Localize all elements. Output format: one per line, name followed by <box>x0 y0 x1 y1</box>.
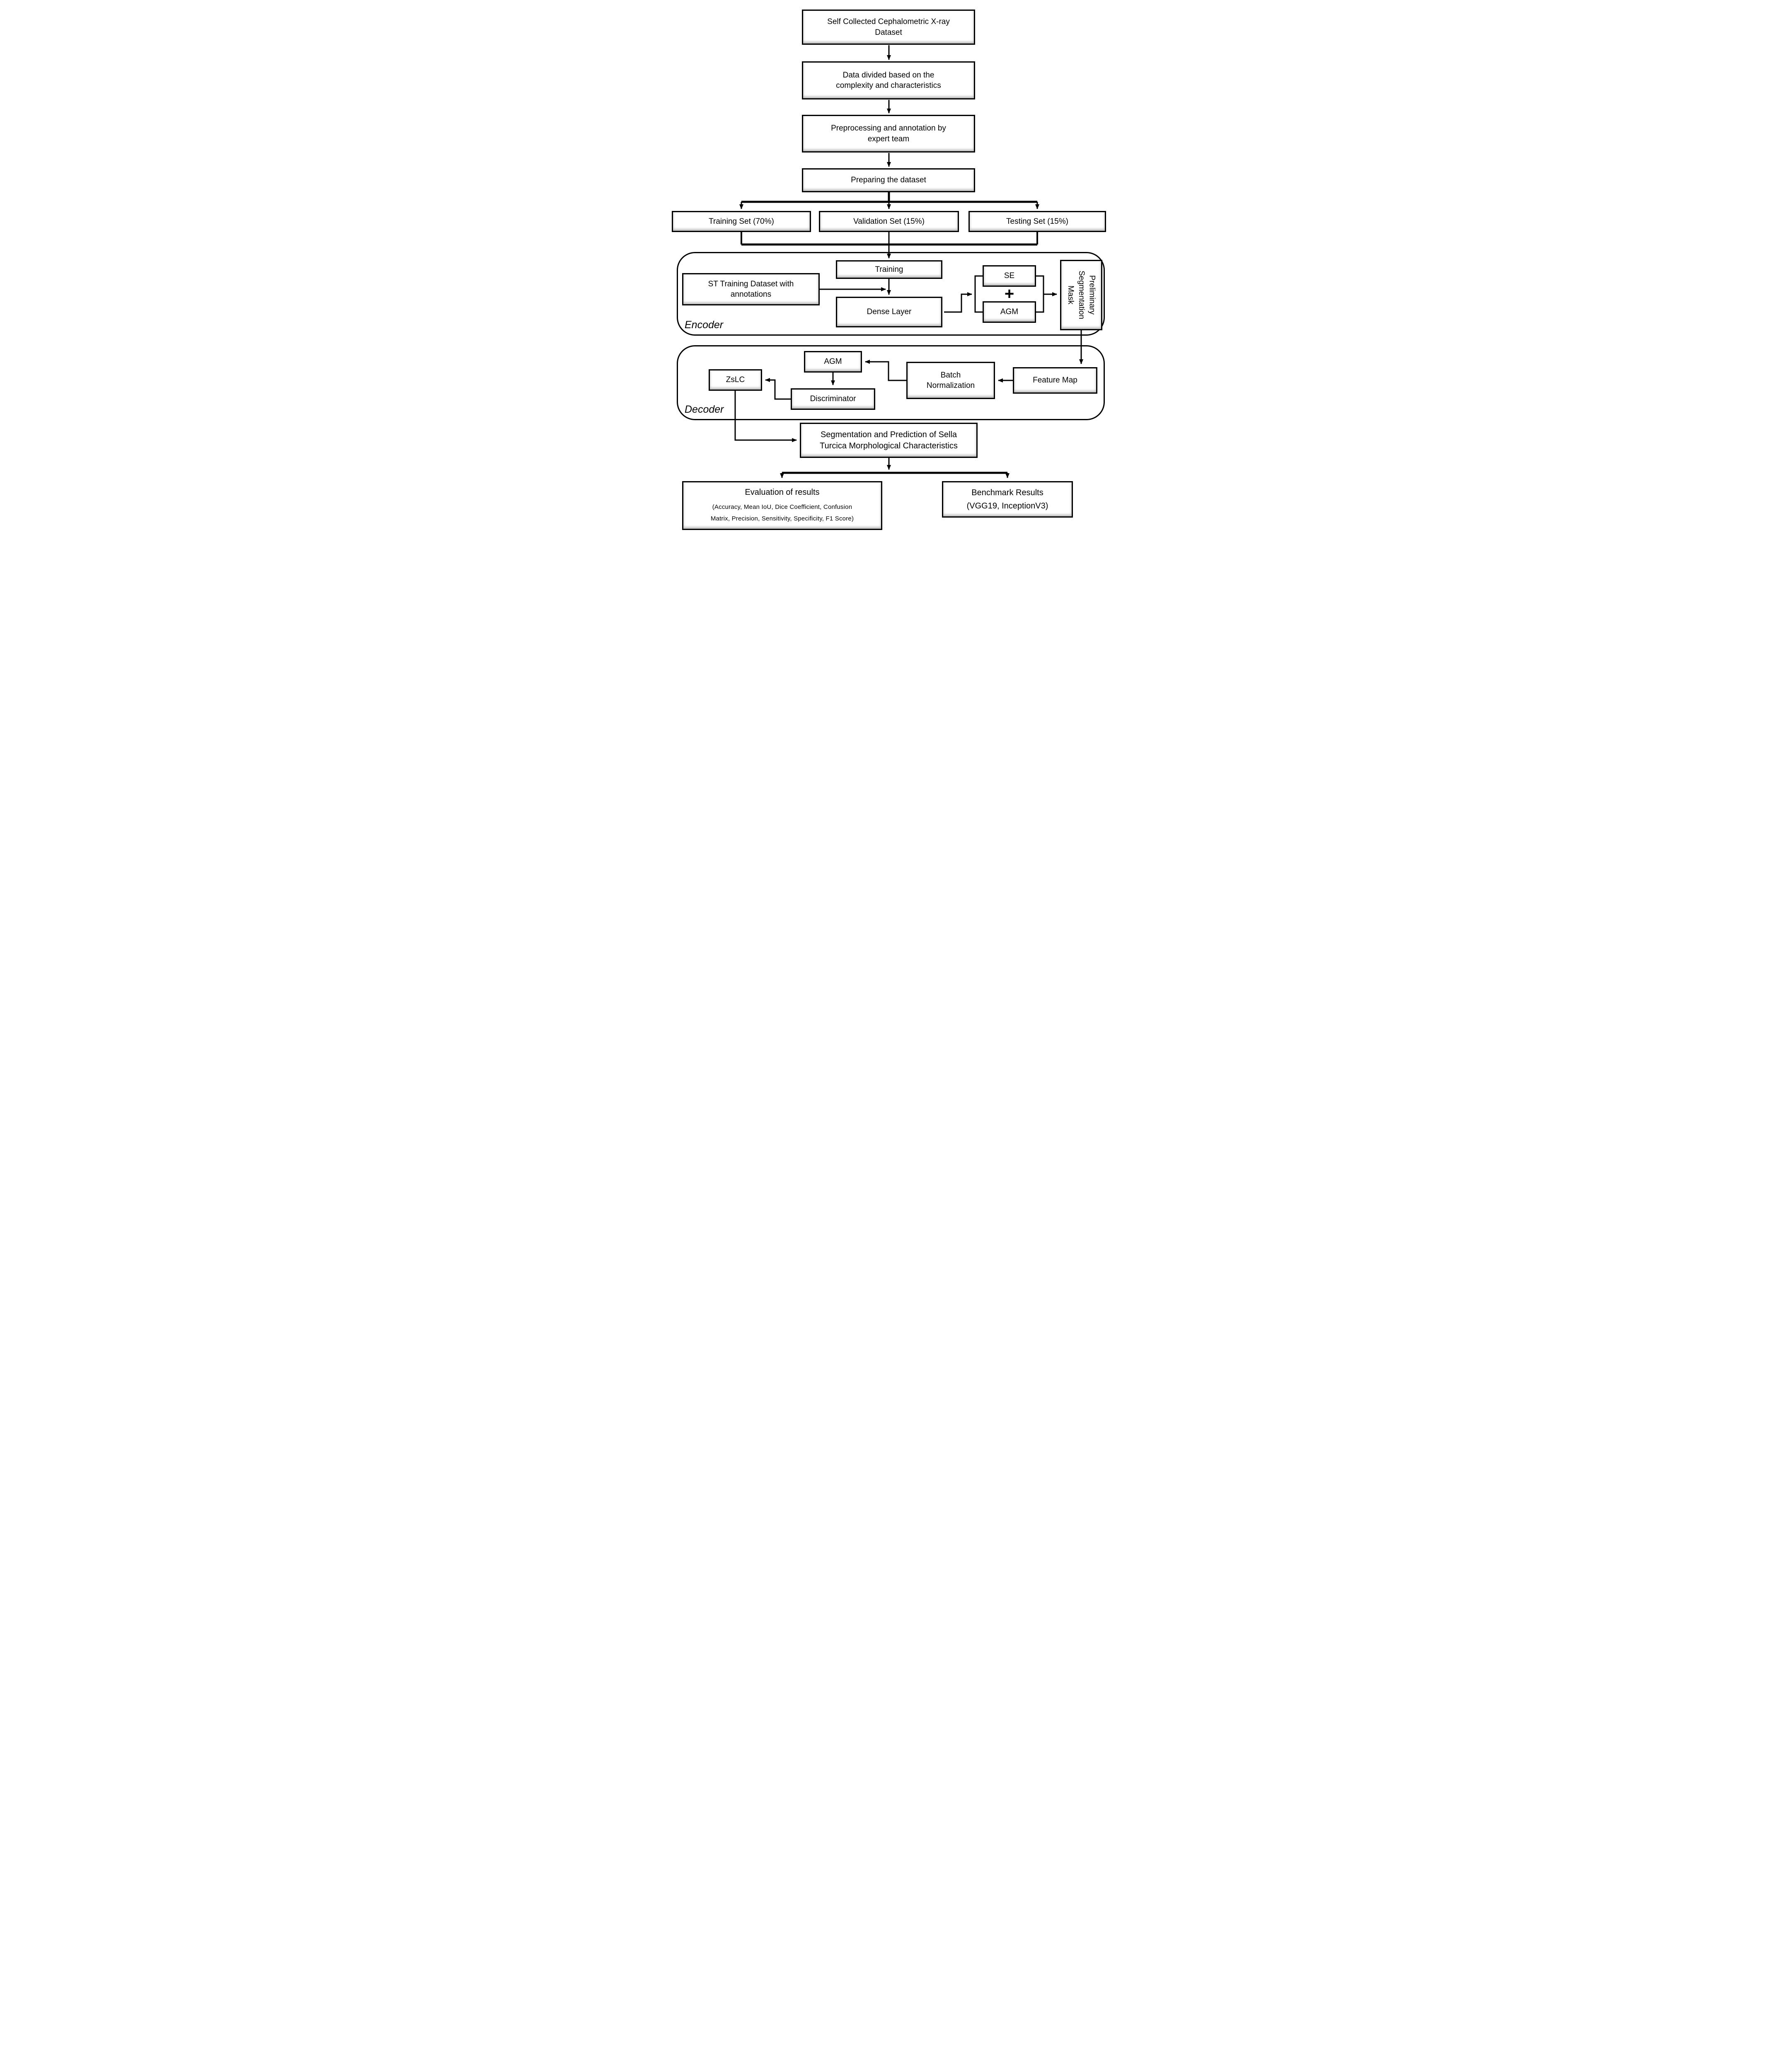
node-batch-normalization: Batch Normalization <box>906 362 995 399</box>
node-feature-map: Feature Map <box>1013 367 1097 394</box>
decoder-label: Decoder <box>685 404 724 415</box>
arrow-dense-to-bracket <box>944 292 972 313</box>
encoder-label: Encoder <box>685 319 724 331</box>
node-preprocessing: Preprocessing and annotation by expert t… <box>802 115 975 152</box>
node-segmentation-prediction: Segmentation and Prediction of Sella Tur… <box>800 423 978 458</box>
preliminary-mask-label: Preliminary Segmentation Mask <box>1066 271 1097 320</box>
arrow-batch-to-agm <box>865 360 906 381</box>
arrow-zslc-to-segmentation <box>734 391 797 442</box>
node-testing-set: Testing Set (15%) <box>968 211 1106 232</box>
node-validation-set: Validation Set (15%) <box>819 211 959 232</box>
connector-wires <box>734 45 1083 478</box>
node-dataset: Self Collected Cephalometric X-ray Datas… <box>802 10 975 45</box>
node-agm-encoder: AGM <box>983 301 1036 323</box>
node-st-dataset: ST Training Dataset with annotations <box>682 273 820 305</box>
node-evaluation: Evaluation of results (Accuracy, Mean Io… <box>682 481 882 530</box>
bracket-right <box>1036 275 1044 313</box>
node-agm-decoder: AGM <box>804 351 862 373</box>
bracket-left <box>974 275 983 313</box>
arrow-discriminator-to-zslc <box>765 378 791 400</box>
plus-sign: + <box>1004 285 1014 303</box>
node-preliminary-mask: Preliminary Segmentation Mask <box>1060 260 1102 330</box>
node-training: Training <box>836 260 942 279</box>
node-preparing: Preparing the dataset <box>802 168 975 192</box>
node-training-set: Training Set (70%) <box>672 211 811 232</box>
node-discriminator: Discriminator <box>791 388 875 410</box>
node-se: SE <box>983 265 1036 287</box>
evaluation-details: (Accuracy, Mean IoU, Dice Coefficient, C… <box>710 503 854 522</box>
node-dense-layer: Dense Layer <box>836 297 942 327</box>
node-benchmark: Benchmark Results (VGG19, InceptionV3) <box>942 481 1073 518</box>
evaluation-title: Evaluation of results <box>745 487 820 497</box>
node-data-divided: Data divided based on the complexity and… <box>802 61 975 99</box>
node-zslc: ZsLC <box>709 369 762 391</box>
flowchart-canvas: Encoder Decoder <box>666 0 1111 534</box>
